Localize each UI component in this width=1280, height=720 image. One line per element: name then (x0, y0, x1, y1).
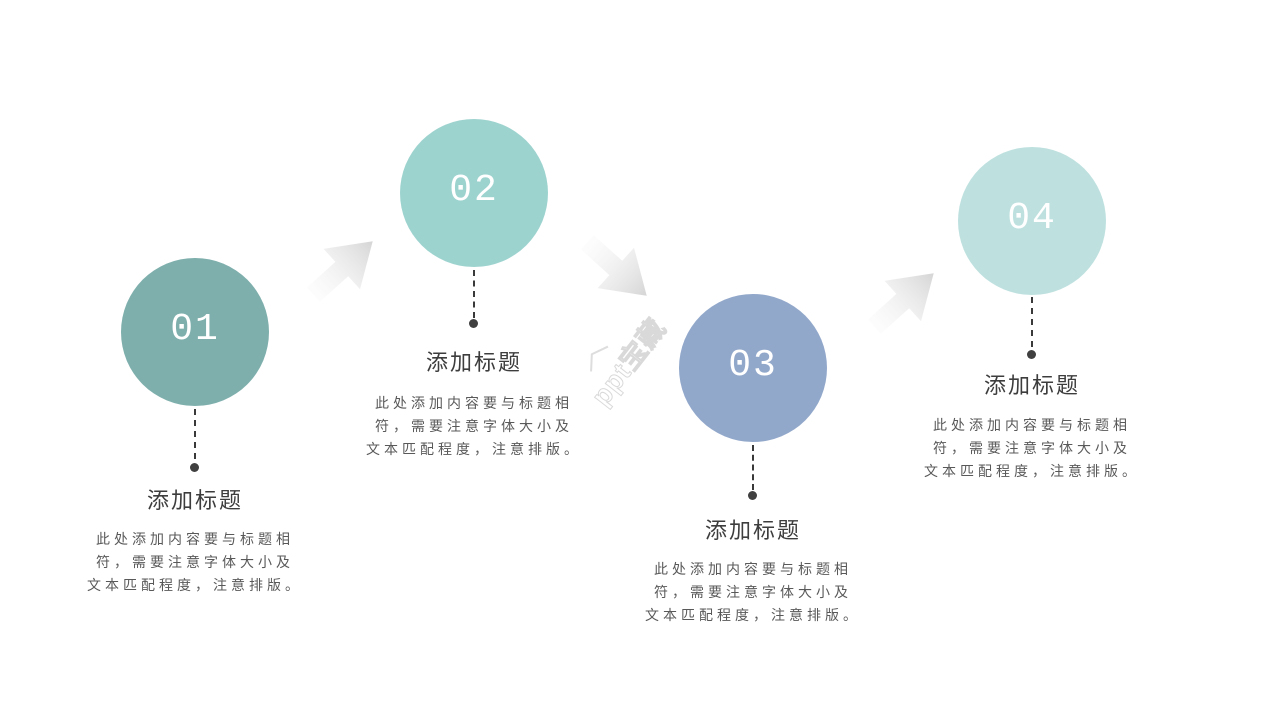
arrow-down-right-icon (580, 235, 647, 296)
arrow-up-right-icon (867, 273, 934, 334)
step-1-leader-line (194, 409, 196, 459)
step-3-leader-line (752, 445, 754, 490)
step-1-title: 添加标题 (146, 488, 243, 513)
step-4-circle: 04 (958, 147, 1106, 295)
step-2-circle: 02 (400, 119, 548, 267)
step-1-body: 此处添加内容要与标题相 符，需要注意字体大小及 文本匹配程度，注意排版。 (87, 531, 303, 593)
step-4-title: 添加标题 (983, 373, 1080, 398)
step-2-leader-line (473, 270, 475, 318)
step-2-title: 添加标题 (425, 350, 522, 375)
step-4-number: 04 (1007, 196, 1057, 240)
arrow-up-right-icon (306, 241, 373, 302)
step-1-circle: 01 (121, 258, 269, 406)
step-2-number: 02 (449, 168, 499, 212)
step-3-title: 添加标题 (704, 518, 801, 543)
step-4-body: 此处添加内容要与标题相 符，需要注意字体大小及 文本匹配程度，注意排版。 (924, 417, 1140, 479)
step-3-leader-dot (748, 491, 757, 500)
watermark-roof-icon (590, 345, 609, 372)
step-1-leader-dot (190, 463, 199, 472)
step-3-body: 此处添加内容要与标题相 符，需要注意字体大小及 文本匹配程度，注意排版。 (645, 561, 861, 623)
step-1-number: 01 (170, 307, 220, 351)
step-4-leader-dot (1027, 350, 1036, 359)
step-3-number: 03 (728, 343, 778, 387)
step-2-leader-dot (469, 319, 478, 328)
step-3-circle: 03 (679, 294, 827, 442)
step-4-leader-line (1031, 297, 1033, 347)
step-2-body: 此处添加内容要与标题相 符，需要注意字体大小及 文本匹配程度，注意排版。 (366, 395, 582, 457)
